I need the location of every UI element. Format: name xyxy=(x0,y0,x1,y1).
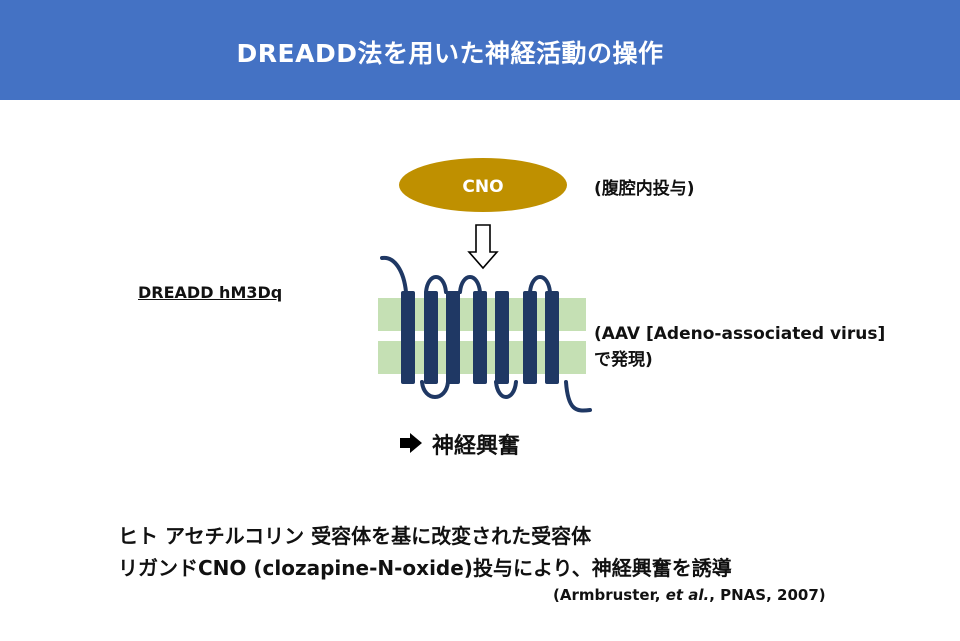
helix-4 xyxy=(473,291,487,384)
cno-ellipse xyxy=(399,158,567,212)
citation-etal: et al. xyxy=(665,586,710,604)
helix-2 xyxy=(424,291,438,384)
transmembrane-helices xyxy=(401,291,559,384)
description: ヒト アセチルコリン 受容体を基に改変された受容体 リガンドCNO (cloza… xyxy=(118,520,732,584)
helix-5 xyxy=(495,291,509,384)
description-line-1: ヒト アセチルコリン 受容体を基に改変された受容体 xyxy=(118,524,592,548)
helix-7 xyxy=(545,291,559,384)
helix-3 xyxy=(446,291,460,384)
expression-note: (AAV [Adeno-associated virus] で発現) xyxy=(594,321,885,373)
expression-note-line-2: で発現) xyxy=(594,350,653,370)
description-line-2: リガンドCNO (clozapine-N-oxide)投与により、神経興奮を誘導 xyxy=(118,556,732,580)
down-arrow-icon xyxy=(467,224,499,270)
citation-rest: , PNAS, 2007) xyxy=(709,586,826,604)
slide-title: DREADD法を用いた神経活動の操作 xyxy=(236,39,664,68)
administration-note: (腹腔内投与) xyxy=(594,179,695,199)
result-label: 神経興奮 xyxy=(432,434,521,459)
helix-6 xyxy=(523,291,537,384)
expression-note-line-1: (AAV [Adeno-associated virus] xyxy=(594,324,886,344)
citation-open: (Armbruster, xyxy=(553,586,666,604)
helix-1 xyxy=(401,291,415,384)
right-arrow-icon xyxy=(400,433,422,453)
cno-label: CNO xyxy=(462,177,503,197)
receptor-label: DREADD hM3Dq xyxy=(138,283,283,302)
citation: (Armbruster, et al., PNAS, 2007) xyxy=(553,586,826,604)
title-bar: DREADD法を用いた神経活動の操作 xyxy=(0,0,960,100)
receptor-backbone xyxy=(380,255,592,413)
